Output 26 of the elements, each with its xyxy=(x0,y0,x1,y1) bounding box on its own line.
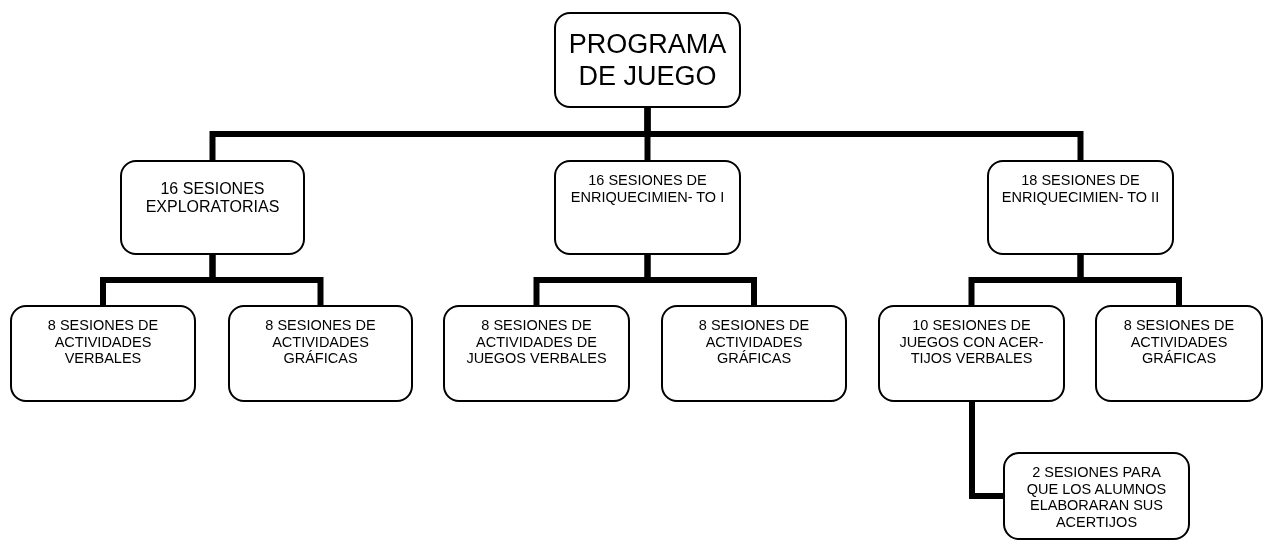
rounded-box xyxy=(878,305,1065,402)
box-label: 8 SESIONES DE ACTIVIDADES GRÁFICAS xyxy=(697,317,811,367)
rounded-box xyxy=(228,305,413,402)
box-label: 16 SESIONES EXPLORATORIAS xyxy=(144,180,281,217)
connector-line xyxy=(644,105,1084,163)
connector-line xyxy=(1077,252,1182,308)
box-label: 2 SESIONES PARA QUE LOS ALUMNOS ELABORARAN SUS ACERTIJOS xyxy=(1025,464,1168,531)
rounded-box xyxy=(1003,452,1190,540)
box-label: 8 SESIONES DE ACTIVIDADES GRÁFICAS xyxy=(1122,317,1236,367)
rounded-box xyxy=(1095,305,1263,402)
box-label: 18 SESIONES DE ENRIQUECIMIEN- TO II xyxy=(1001,172,1160,206)
connector-line xyxy=(209,252,324,308)
rounded-box xyxy=(120,160,305,255)
rounded-box xyxy=(661,305,847,402)
rounded-box xyxy=(10,305,196,402)
box-label: 8 SESIONES DE ACTIVIDADES GRÁFICAS xyxy=(264,317,377,367)
rounded-box xyxy=(554,160,741,255)
rounded-box xyxy=(554,12,741,108)
box-label: 8 SESIONES DE ACTIVIDADES DE JUEGOS VERBALES xyxy=(465,317,608,367)
connector-line xyxy=(644,252,757,308)
box-label: 8 SESIONES DE ACTIVIDADES VERBALES xyxy=(46,317,160,367)
box-label: PROGRAMA DE JUEGO xyxy=(567,27,728,93)
rounded-box xyxy=(987,160,1174,255)
box-label: 10 SESIONES DE JUEGOS CON ACER- TIJOS VERBALES xyxy=(898,317,1045,367)
rounded-box xyxy=(443,305,630,402)
box-label: 16 SESIONES DE ENRIQUECIMIEN- TO I xyxy=(569,172,726,206)
